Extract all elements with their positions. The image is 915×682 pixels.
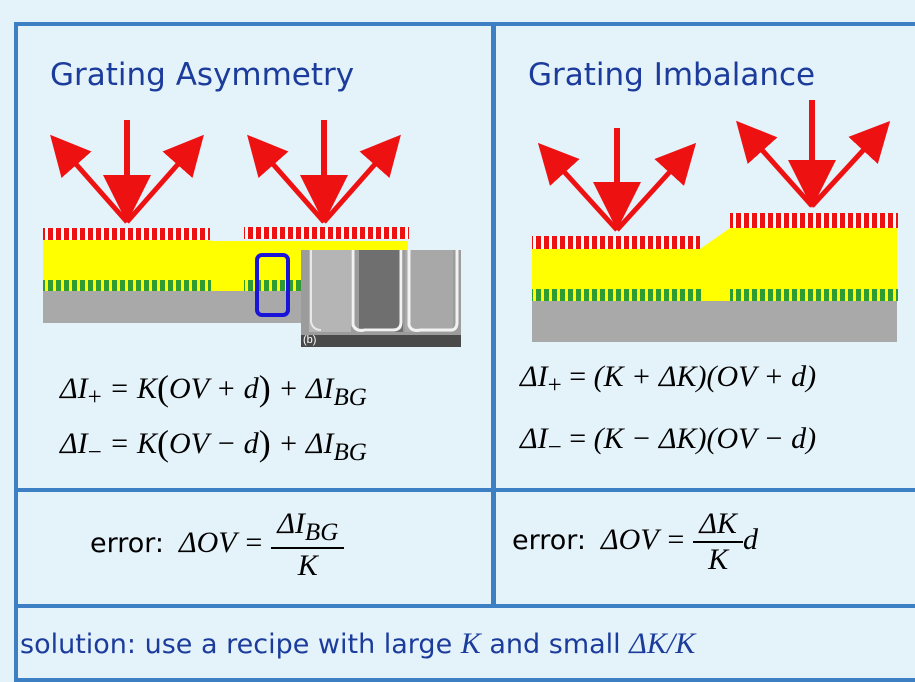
grating-imbalance-diagram (532, 100, 898, 342)
equation-delta-i-minus-right: ΔI− = (K − ΔK)(OV − d) (520, 422, 817, 461)
bottom-grating-left (532, 289, 702, 301)
substrate (532, 301, 897, 342)
equation-delta-i-minus-left: ΔI− = K(OV − d) + ΔIBG (60, 423, 367, 466)
diffracted-arrow-icon (537, 120, 891, 232)
bottom-grating-right (730, 289, 898, 301)
solution-text: solution: use a recipe with large K and … (20, 627, 696, 660)
incident-arrow-icon (593, 100, 836, 230)
error-fraction-right: ΔK K (693, 507, 743, 577)
equation-delta-i-plus-left: ΔI+ = K(OV + d) + ΔIBG (60, 368, 367, 411)
top-grating-right (244, 227, 409, 239)
error-fraction-left: ΔIBG K (271, 507, 345, 583)
error-formula-left: error: ΔOV = ΔIBG K (90, 507, 345, 583)
top-grating-left (43, 228, 210, 240)
resist-layer (532, 228, 897, 301)
incident-arrow-icon (103, 120, 348, 223)
error-formula-right: error: ΔOV = ΔK K d (512, 507, 758, 577)
top-grating-right (730, 213, 898, 228)
panel-divider (491, 22, 496, 607)
row-divider-1 (14, 488, 915, 492)
sem-inset-image (301, 250, 461, 347)
row-divider-2 (14, 604, 915, 608)
highlight-box (255, 253, 290, 317)
left-panel-title: Grating Asymmetry (50, 57, 355, 93)
right-panel-title: Grating Imbalance (528, 57, 816, 93)
bottom-grating-right (244, 280, 304, 291)
bottom-grating-left (43, 280, 211, 291)
diffracted-arrow-icon (50, 134, 401, 224)
inset-label: (b) (303, 334, 317, 346)
top-grating-left (532, 236, 700, 249)
equation-delta-i-plus-right: ΔI+ = (K + ΔK)(OV + d) (520, 360, 817, 399)
